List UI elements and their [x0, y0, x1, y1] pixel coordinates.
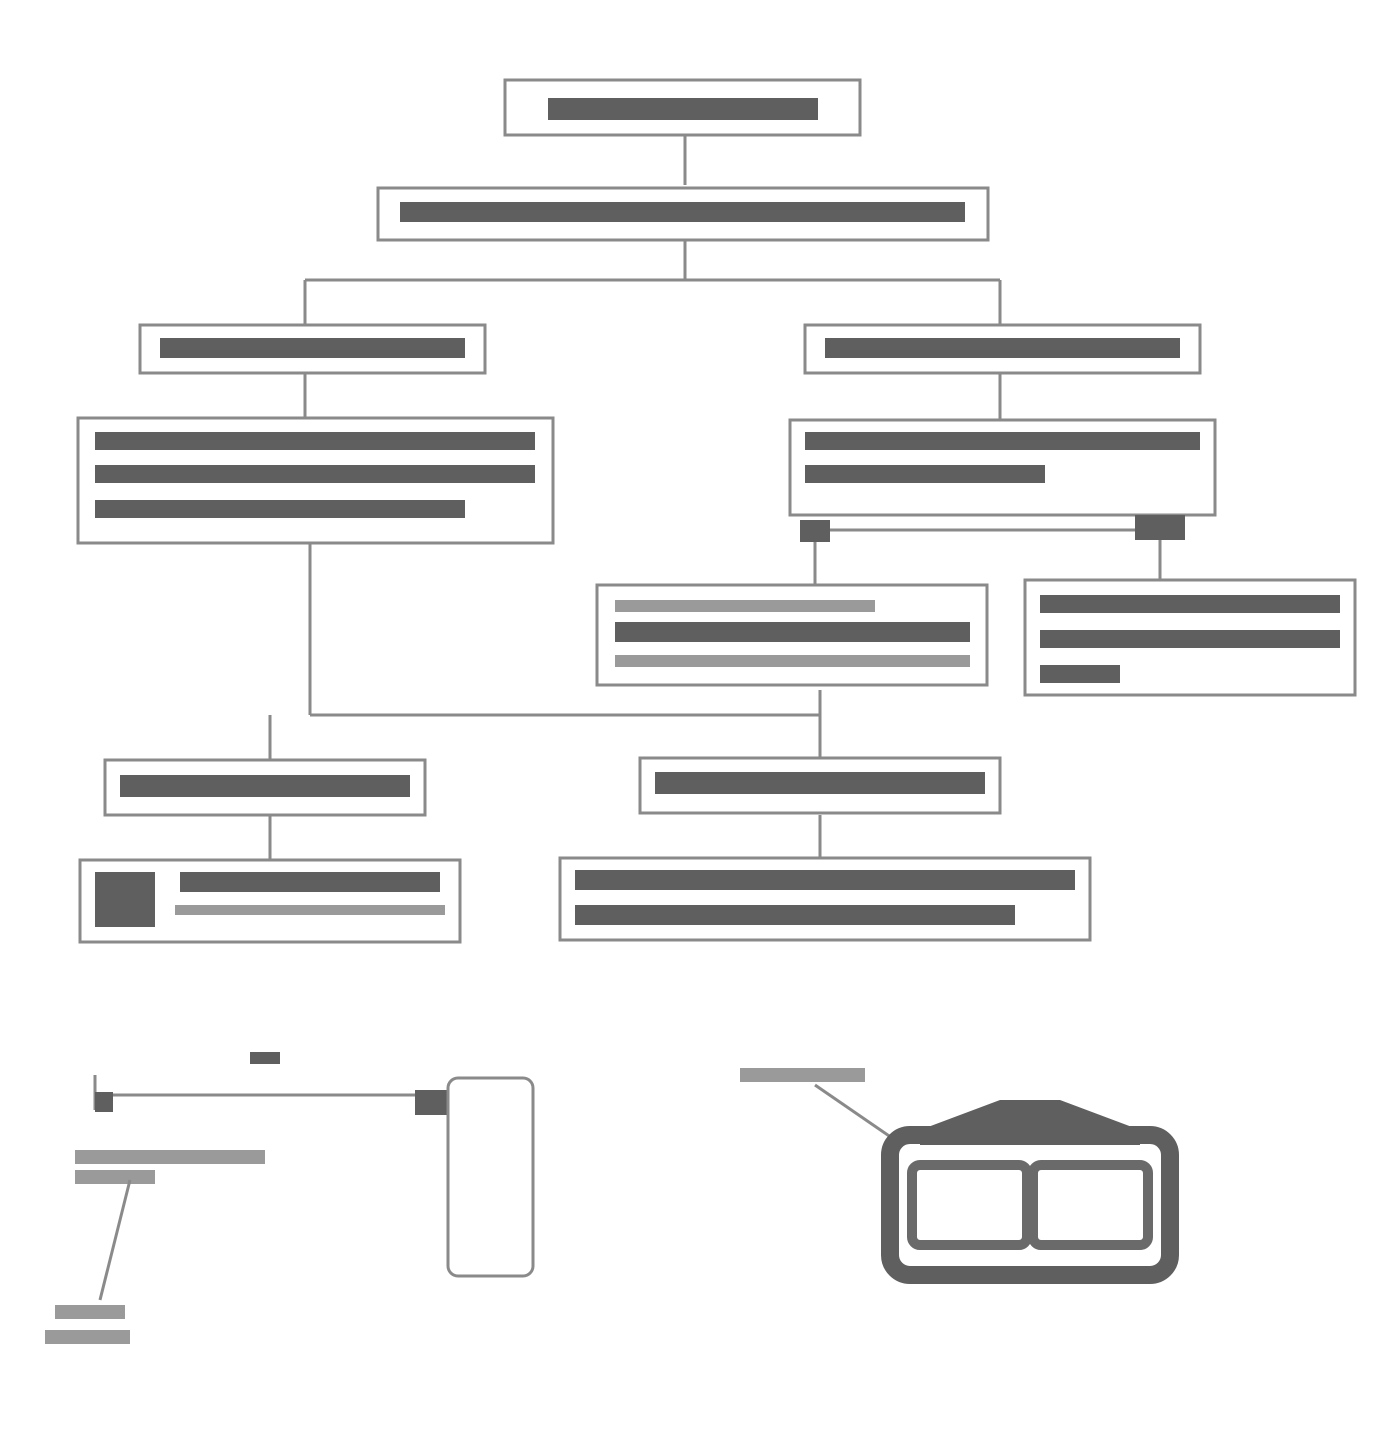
step-box: [376, 186, 990, 242]
right-result-box: [788, 418, 1217, 542]
lower-right-detail-box: [558, 856, 1092, 942]
lower-right-box: [638, 756, 1002, 815]
wiring-sketch: [45, 1052, 535, 1344]
left-result-box: [76, 416, 555, 545]
title-box: [503, 78, 862, 137]
connector-lines: [268, 130, 1162, 860]
lower-left-box: [103, 758, 427, 817]
left-branch-box: [138, 323, 487, 375]
connector-drawing: [740, 1068, 1179, 1284]
right-branch-box: [803, 323, 1202, 375]
middle-box: [595, 583, 989, 687]
lower-left-detail-box: [78, 858, 462, 944]
side-box: [1023, 578, 1357, 697]
